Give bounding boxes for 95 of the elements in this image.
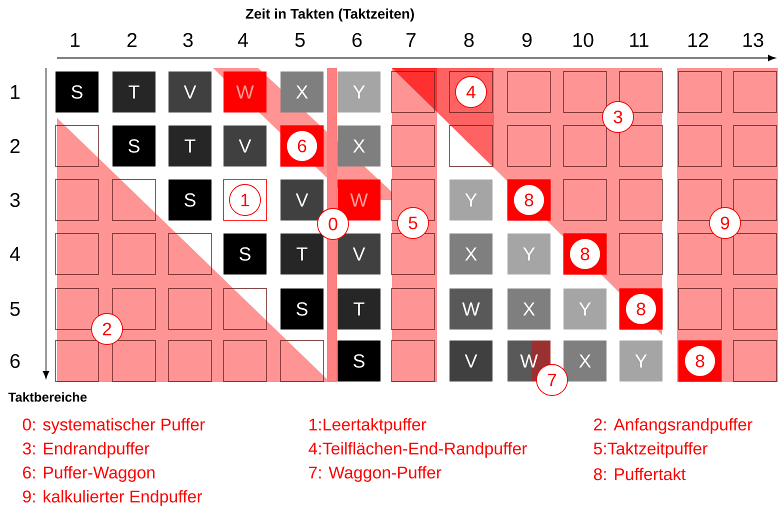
legend-entry: 4:Teilflächen-End-Randpuffer	[308, 442, 527, 458]
wagon-cell: W	[450, 288, 492, 330]
wagon-cell: W	[224, 72, 266, 112]
empty-cell	[168, 288, 212, 330]
wagon-cell: V	[450, 340, 492, 382]
empty-cell	[55, 233, 99, 275]
empty-cell	[55, 125, 99, 167]
legend-entry: 8: Puffertakt	[594, 468, 686, 480]
legend-entry: 7: Waggon-Puffer	[309, 466, 442, 482]
empty-cell	[563, 179, 607, 221]
wagon-cell: V	[168, 72, 212, 112]
legend-entry: 2: Anfangsrandpuffer	[594, 418, 752, 434]
wagon-cell: X	[564, 340, 606, 382]
wagon-cell: T	[168, 126, 212, 166]
column-number: 8	[464, 32, 474, 48]
column-number: 3	[183, 32, 193, 48]
empty-cell	[678, 288, 722, 330]
legend-entry: 0: systematischer Puffer	[22, 418, 205, 434]
wagon-cell: T	[280, 234, 324, 274]
empty-cell	[449, 125, 493, 167]
legend-entry: 1:Leertaktpuffer	[310, 418, 426, 434]
column-number: 2	[127, 33, 137, 47]
empty-cell	[391, 125, 435, 167]
row-number: 2	[10, 139, 20, 153]
empty-cell	[112, 340, 156, 382]
legend-entry: 6: Puffer-Waggon	[23, 466, 154, 482]
wagon-cell: S	[224, 234, 266, 274]
wagon-cell: S	[112, 126, 156, 166]
axis-title: Taktbereiche	[8, 392, 87, 402]
empty-cell	[733, 71, 777, 113]
wagon-cell: V	[280, 180, 324, 220]
empty-cell	[733, 179, 777, 221]
empty-cell	[733, 340, 777, 382]
row-number: 4	[10, 247, 20, 261]
empty-cell	[563, 71, 607, 113]
column-number: 12	[688, 33, 708, 47]
legend-entry: 5:Taktzeitpuffer	[594, 442, 708, 458]
empty-cell	[223, 288, 267, 330]
wagon-cell: S	[338, 340, 380, 382]
column-number: 10	[573, 32, 594, 48]
row-number: 6	[10, 354, 20, 368]
wagon-cell: S	[56, 72, 98, 112]
wagon-cell: X	[338, 126, 380, 166]
empty-cell	[678, 233, 722, 275]
empty-cell	[619, 233, 663, 275]
row-number: 3	[10, 192, 20, 208]
wagon-cell: W	[338, 180, 380, 220]
wagon-cell: Y	[338, 72, 380, 112]
column-number: 13	[743, 32, 764, 48]
empty-cell	[733, 125, 777, 167]
column-number: 7	[406, 33, 416, 47]
empty-cell	[391, 288, 435, 330]
empty-cell	[168, 340, 212, 382]
column-number: 11	[630, 33, 648, 47]
empty-cell	[619, 125, 663, 167]
wagon-cell: X	[508, 288, 550, 330]
legend-entry: 3: Endrandpuffer	[22, 442, 150, 458]
wagon-cell: Y	[564, 288, 606, 330]
empty-cell	[112, 179, 156, 221]
wagon-cell: T	[112, 72, 156, 112]
wagon-cell: S	[280, 288, 324, 330]
axis-title: Zeit in Takten (Taktzeiten)	[246, 8, 414, 22]
column-number: 9	[522, 32, 532, 48]
wagon-cell: X	[450, 234, 492, 274]
wagon-cell: Y	[508, 234, 550, 274]
empty-cell	[733, 233, 777, 275]
wagon-cell: Y	[620, 340, 662, 382]
empty-cell	[391, 340, 435, 382]
empty-cell	[223, 340, 267, 382]
empty-cell	[55, 340, 99, 382]
empty-cell	[449, 71, 493, 113]
wagon-cell: Y	[450, 180, 492, 220]
empty-cell	[507, 71, 551, 113]
empty-cell	[733, 288, 777, 330]
empty-cell	[280, 340, 324, 382]
empty-cell	[55, 179, 99, 221]
empty-cell	[112, 233, 156, 275]
wagon-cell: V	[224, 126, 266, 166]
empty-cell	[678, 71, 722, 113]
row-number: 5	[10, 302, 20, 316]
empty-cell	[619, 179, 663, 221]
empty-cell	[507, 125, 551, 167]
empty-cell	[563, 125, 607, 167]
empty-cell	[168, 233, 212, 275]
wagon-cell: S	[168, 180, 212, 220]
empty-cell	[678, 125, 722, 167]
wagon-cell: X	[280, 72, 324, 112]
column-number: 4	[238, 33, 248, 47]
wagon-cell: T	[338, 288, 380, 330]
column-number: 6	[352, 32, 362, 48]
column-number: 5	[295, 33, 305, 47]
legend-entry: 9: kalkulierter Endpuffer	[23, 490, 202, 506]
row-number: 1	[10, 85, 20, 99]
column-number: 1	[70, 33, 80, 47]
wagon-cell: V	[338, 234, 380, 274]
